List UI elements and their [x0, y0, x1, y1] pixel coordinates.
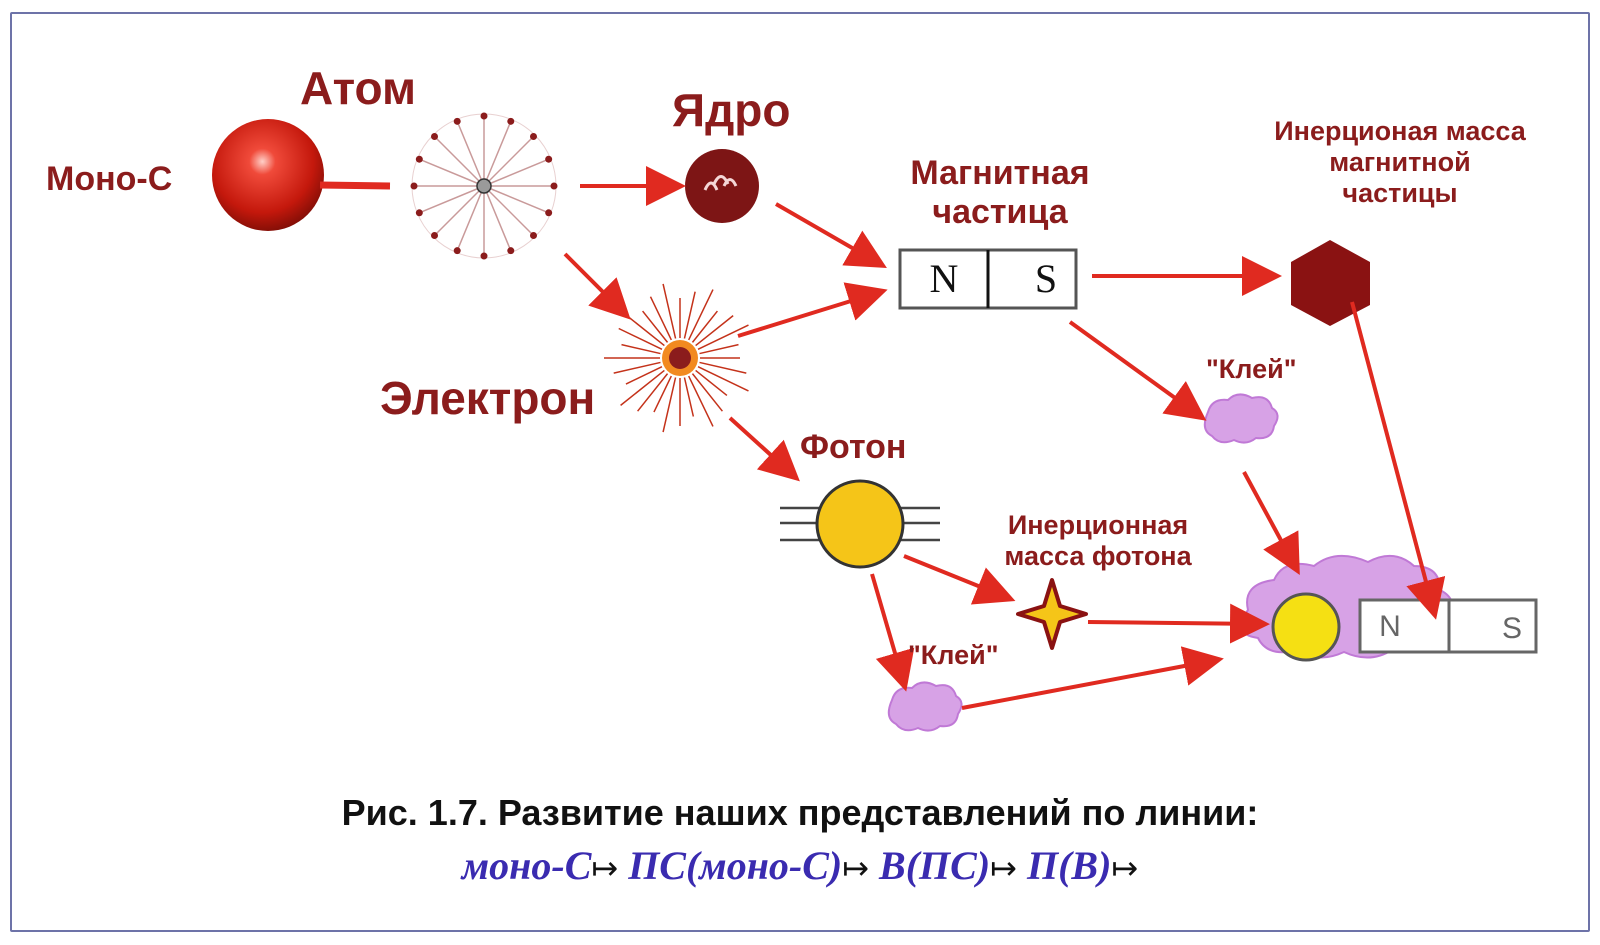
formula-term-2: ПС(моно-С) [628, 843, 843, 888]
figure-formula: моно-С↦ ПС(моно-С)↦ В(ПС)↦ П(В)↦ [0, 842, 1600, 889]
arrow-photon-to-glue [870, 573, 915, 692]
maps-to-symbol-1: ↦ [591, 849, 619, 887]
nucleus-icon [685, 149, 759, 223]
magnetic-inertial-mass-hexagon [1291, 240, 1370, 326]
arrow-electron-to-magnet [737, 282, 888, 338]
label-nucleus: Ядро [672, 84, 791, 136]
maps-to-symbol-3: ↦ [990, 849, 1017, 887]
arrow-glue-to-cloud-lower [961, 646, 1224, 710]
figure-frame [10, 12, 1590, 932]
label-electron: Электрон [380, 372, 596, 424]
mono-c-sphere [212, 119, 324, 231]
arrow-photon-to-star [903, 554, 1016, 605]
arrow-glue-to-cloud [1242, 471, 1300, 576]
arrows [563, 166, 1446, 710]
arrow-nucleus-to-magnet [775, 202, 887, 268]
photon-icon [780, 479, 940, 569]
combined-particle-cloud: N S [1239, 555, 1538, 662]
formula-term-1: моно-С [461, 843, 592, 888]
label-mono-c: Моно-С [46, 160, 173, 198]
glue-blob-upper [1203, 393, 1279, 444]
combined-magnet-south-label: S [1502, 612, 1522, 645]
label-inertial-mass-magnetic: Инерционая масса магнитной частицы [1274, 116, 1526, 209]
label-glue-lower: "Клей" [908, 640, 999, 670]
magnet-icon: N S [898, 248, 1078, 310]
arrow-electron-to-photon [728, 416, 800, 482]
formula-term-3: В(ПС) [879, 843, 991, 888]
arrow-star-to-cloud [1087, 603, 1270, 644]
label-atom: Атом [300, 62, 417, 114]
label-magnetic-particle: Магнитная частица [910, 154, 1090, 232]
atom-icon [410, 112, 558, 260]
maps-to-symbol-4: ↦ [1111, 849, 1139, 887]
photon-inertial-mass-star [1016, 578, 1088, 650]
label-inertial-mass-photon: Инерционная масса фотона [1004, 510, 1192, 572]
formula-term-4: П(В) [1026, 843, 1112, 888]
label-glue-upper: "Клей" [1206, 354, 1297, 384]
figure-caption: Рис. 1.7. Развитие наших представлений п… [341, 792, 1259, 833]
magnet-south-label: S [1035, 256, 1057, 301]
glue-blob-lower [887, 681, 963, 732]
electron-icon [604, 283, 749, 433]
sphere-to-atom-link [319, 181, 391, 190]
arrow-hexagon-to-cloud [1350, 301, 1446, 620]
arrow-magnet-to-glue [1068, 320, 1207, 421]
maps-to-symbol-2: ↦ [842, 849, 870, 887]
label-photon: Фотон [800, 428, 907, 466]
combined-magnet-north-label: N [1379, 610, 1401, 643]
magnet-north-label: N [930, 256, 959, 301]
arrow-atom-to-electron [563, 252, 631, 320]
